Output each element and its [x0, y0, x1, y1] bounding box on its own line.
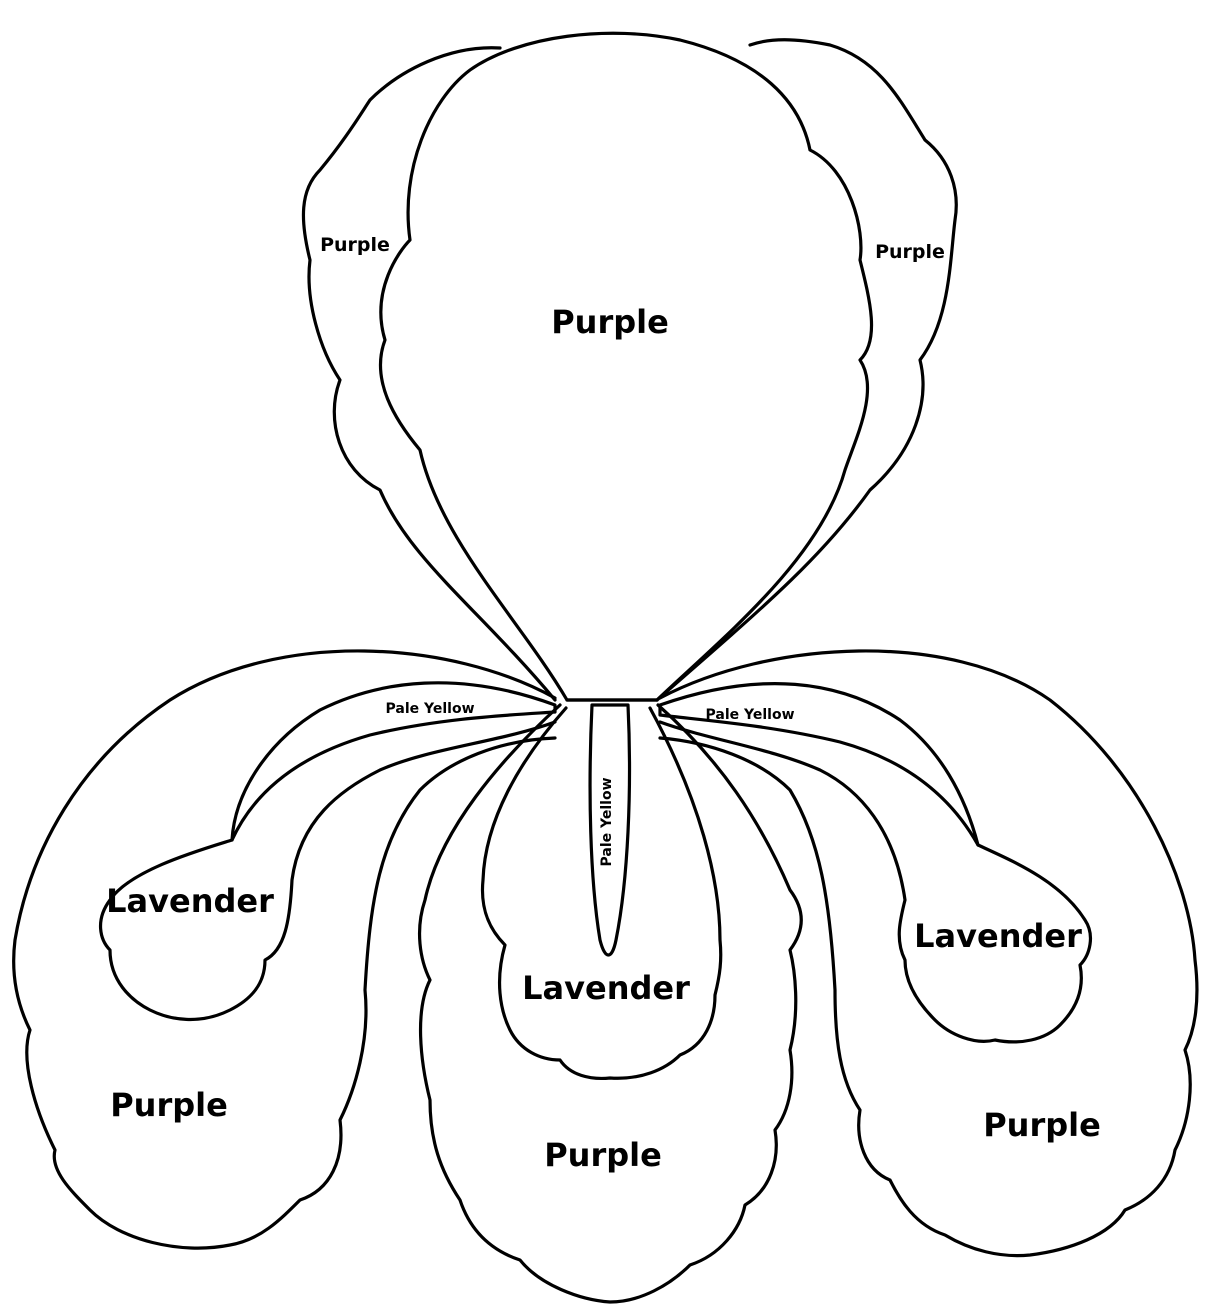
fall-left-outer-petal [14, 651, 555, 1248]
label-beard-center: Pale Yellow [599, 777, 615, 866]
label-fall-right-outer: Purple [983, 1106, 1101, 1144]
fall-left-inner-petal [101, 722, 555, 1019]
standard-center-petal [380, 33, 871, 700]
label-standard-center: Purple [551, 303, 669, 341]
label-fall-center-outer: Purple [544, 1136, 662, 1174]
label-fall-right-inner: Lavender [914, 917, 1082, 955]
label-fall-left-outer: Purple [110, 1086, 228, 1124]
standard-left-petal [303, 48, 555, 700]
label-beard-right: Pale Yellow [706, 707, 795, 723]
label-fall-left-inner: Lavender [106, 882, 274, 920]
fall-center-inner-petal [482, 708, 720, 1078]
label-standard-right: Purple [875, 241, 945, 263]
label-beard-left: Pale Yellow [386, 701, 475, 717]
fall-right-inner-petal [660, 722, 1090, 1042]
label-fall-center-inner: Lavender [522, 969, 690, 1007]
label-standard-left: Purple [320, 234, 390, 256]
